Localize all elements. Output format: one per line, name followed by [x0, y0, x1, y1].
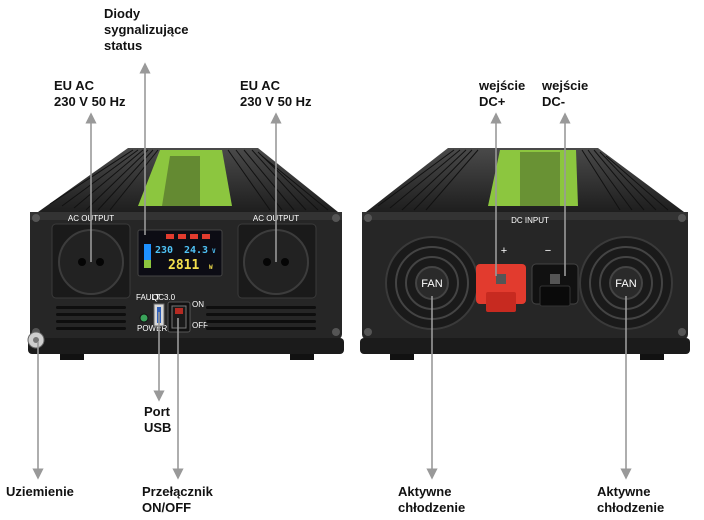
- label-leds: Diody sygnalizujące status: [104, 6, 189, 53]
- label-switch: Przełącznik ON/OFF: [142, 484, 213, 515]
- lcd-output-voltage: 24.3: [184, 245, 208, 256]
- dc-plus-sign: +: [501, 245, 507, 257]
- lcd-power: 2811: [168, 258, 199, 273]
- label-ground: Uziemienie: [6, 484, 74, 499]
- label-dc-plus: wejście DC+: [479, 78, 526, 109]
- dc-minus-sign: −: [545, 245, 551, 257]
- brand-sticker-back: [488, 150, 578, 206]
- fan-right: FAN: [579, 236, 673, 330]
- callout-arrows: [32, 62, 632, 480]
- lcd-display: [137, 229, 223, 277]
- fan-left-label: FAN: [421, 278, 442, 290]
- power-label: POWER: [137, 324, 167, 333]
- label-eu-ac-right: EU AC 230 V 50 Hz: [240, 78, 312, 109]
- qc-label: QC3.0: [152, 293, 176, 302]
- dc-input-label: DC INPUT: [511, 216, 549, 225]
- label-cooling-right: Aktywne chłodzenie: [597, 484, 665, 515]
- switch-off-label: OFF: [192, 321, 208, 330]
- fan-right-label: FAN: [615, 278, 636, 290]
- fault-label: FAULT: [136, 293, 160, 302]
- lcd-unit-w: W: [209, 264, 213, 271]
- lcd-unit-v: V: [212, 248, 216, 255]
- label-cooling-left: Aktywne chłodzenie: [398, 484, 466, 515]
- brand-sticker: [138, 150, 232, 206]
- back-inverter: DC INPUT FAN FAN + −: [360, 148, 690, 360]
- label-usb: Port USB: [144, 404, 172, 435]
- switch-on-label: ON: [192, 300, 204, 309]
- label-eu-ac-left: EU AC 230 V 50 Hz: [54, 78, 126, 109]
- status-led: [139, 313, 149, 323]
- front-inverter: AC OUTPUT AC OUTPUT 230 24.3 V 2811 W FA…: [27, 148, 344, 360]
- label-dc-minus: wejście DC-: [542, 78, 589, 109]
- lcd-input-voltage: 230: [155, 245, 173, 256]
